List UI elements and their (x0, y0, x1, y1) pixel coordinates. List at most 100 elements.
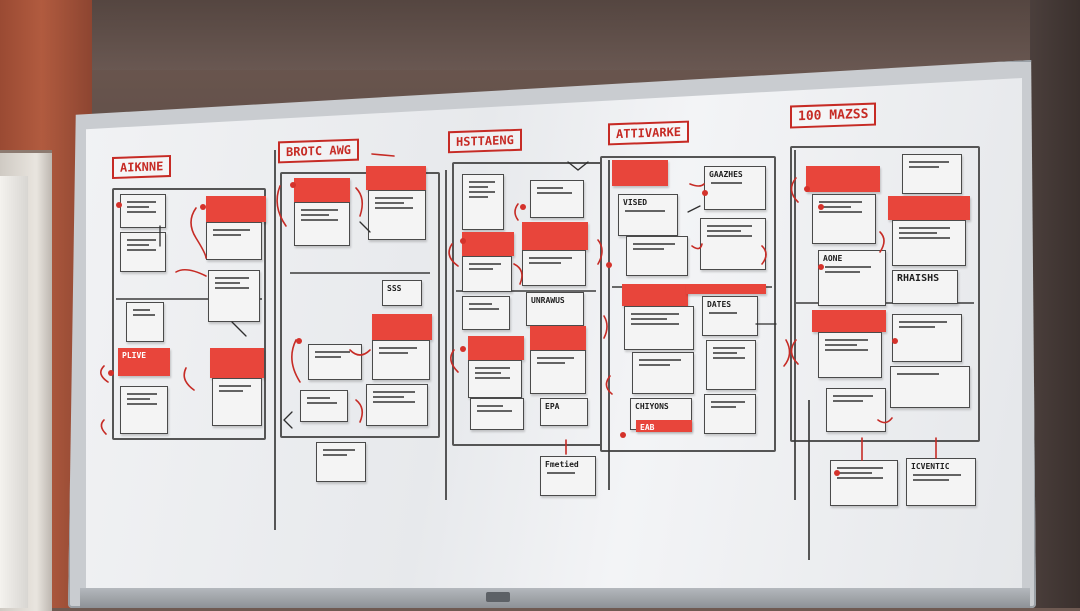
note-card: VISED (618, 194, 678, 236)
marker-dot (460, 238, 466, 244)
note-card (700, 218, 766, 270)
note-card (830, 460, 898, 506)
marker-dot (606, 262, 612, 268)
note-card (530, 350, 586, 394)
note-card (624, 306, 694, 350)
note-card (626, 236, 688, 276)
sticky-note (530, 326, 586, 350)
note-card: DATES (702, 296, 758, 336)
marker-dot (804, 186, 810, 192)
sticky-note (468, 336, 524, 360)
sticky-note (612, 160, 668, 186)
note-card (468, 360, 522, 398)
note-card: RHAISHS (892, 270, 958, 304)
note-card (212, 378, 262, 426)
marker-dot (834, 470, 840, 476)
card-label: Fmetied (545, 460, 579, 469)
note-card (530, 180, 584, 218)
right-wall (1030, 0, 1080, 608)
sticky-note (888, 196, 970, 220)
divider-line (608, 160, 610, 490)
note-card (522, 250, 586, 286)
sticky-note (806, 166, 880, 192)
note-card (812, 194, 876, 244)
note-card (706, 340, 756, 390)
window-glass (0, 176, 28, 608)
card-label: RHAISHS (897, 274, 940, 283)
note-card (206, 222, 262, 260)
marker-dot (520, 204, 526, 210)
note-card (316, 442, 366, 482)
sticky-note (522, 222, 588, 250)
marker-dot (818, 204, 824, 210)
note-card (208, 270, 260, 322)
row-divider (290, 272, 430, 274)
note-card (120, 194, 166, 228)
marker-tray (80, 588, 1030, 608)
card-label: GAAZHES (709, 170, 743, 179)
note-card: AONE (818, 250, 886, 306)
note-card (462, 174, 504, 230)
column-1-frame (112, 188, 266, 440)
note-card: EPA (540, 398, 588, 426)
card-label: EPA (545, 402, 560, 411)
note-card (470, 398, 524, 430)
divider-line (274, 150, 276, 530)
note-card: UNRAWUS (526, 292, 584, 326)
note-card (120, 386, 168, 434)
card-label: SSS (387, 284, 402, 293)
sticky-note (372, 314, 432, 340)
note-card (892, 220, 966, 266)
marker-dot (892, 338, 898, 344)
column-4-frame (600, 156, 776, 452)
card-label: VISED (623, 198, 648, 207)
sticky-label: PLIVE (122, 351, 147, 360)
marker-dot (108, 370, 114, 376)
note-card (294, 202, 350, 246)
column-2-frame (280, 172, 440, 438)
marker-dot (116, 202, 122, 208)
card-label: AONE (823, 254, 843, 263)
note-card (300, 390, 348, 422)
note-card (120, 232, 166, 272)
marker-dot (460, 346, 466, 352)
row-divider (456, 290, 596, 292)
note-card (818, 332, 882, 378)
marker-dot (702, 190, 708, 196)
note-card: ICVENTIC (906, 458, 976, 506)
marker-dot (296, 338, 302, 344)
marker-dot (818, 264, 824, 270)
note-card (308, 344, 362, 380)
divider-line (808, 400, 810, 560)
card-label: DATES (707, 300, 732, 309)
card-label: ICVENTIC (911, 462, 950, 471)
note-card (462, 296, 510, 330)
sticky-note (210, 348, 264, 378)
tray-clip (486, 592, 510, 602)
card-label: CHIYONS (635, 402, 669, 411)
note-card (126, 302, 164, 342)
sticky-note (366, 166, 426, 190)
divider-line (445, 170, 447, 500)
note-card (632, 352, 694, 394)
marker-dot (620, 432, 626, 438)
note-card (368, 190, 426, 240)
card-label: UNRAWUS (531, 296, 565, 305)
note-card (462, 256, 512, 292)
row-divider (116, 298, 262, 300)
note-card (372, 340, 430, 380)
sticky-note (622, 284, 688, 306)
sticky-note: EAB (636, 420, 692, 432)
sticky-label: EAB (640, 423, 655, 432)
note-card (892, 314, 962, 362)
ceiling-shade (92, 0, 1080, 70)
sticky-note (462, 232, 514, 256)
sticky-note (686, 284, 766, 294)
marker-dot (200, 204, 206, 210)
note-card (704, 394, 756, 434)
divider-line (794, 150, 796, 500)
sticky-note (812, 310, 886, 332)
note-card: Fmetied (540, 456, 596, 496)
sticky-note (206, 196, 266, 222)
